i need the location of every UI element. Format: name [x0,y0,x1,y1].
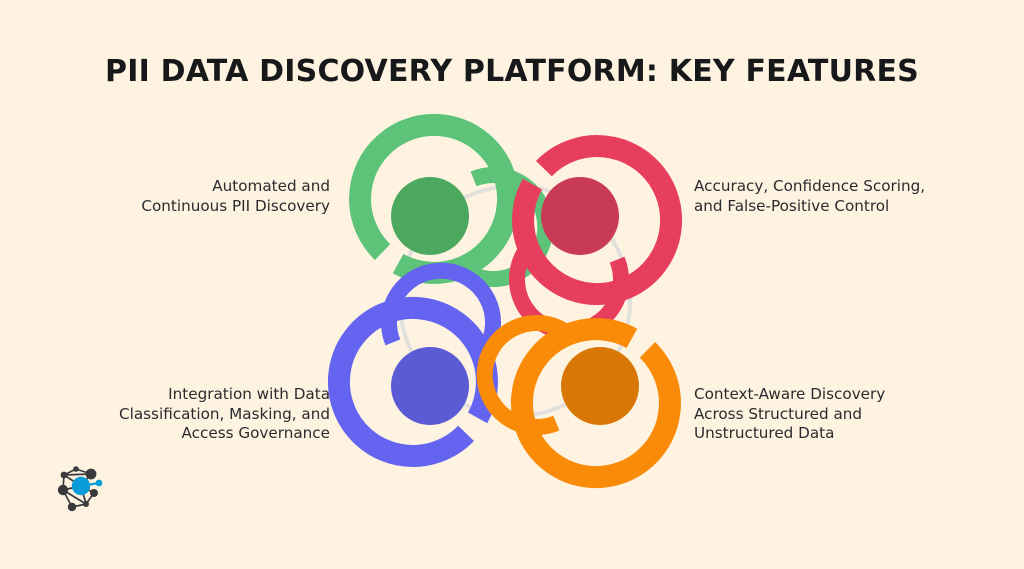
node-outer-ring [510,318,681,489]
feature-label-bottom-right: Context-Aware Discovery Across Structure… [694,385,886,442]
feature-diagram [327,113,688,489]
logo-accent-edge [80,481,100,488]
node-automated-continuous-discovery[interactable] [349,113,554,288]
node-integration-classification-masking[interactable] [327,262,502,467]
network-graph-logo [50,459,112,521]
node-outer-ring [327,296,498,467]
page-title: PII DATA DISCOVERY PLATFORM: KEY FEATURE… [105,54,919,89]
node-core [541,177,619,255]
node-outer-ring [349,113,520,284]
node-outer-ring [512,135,683,306]
node-context-aware-discovery[interactable] [476,314,681,489]
logo-nodes [57,466,98,512]
node-core [561,347,639,425]
feature-label-top-left: Automated and Continuous PII Discovery [141,177,330,215]
node-core [391,347,469,425]
feature-label-top-right: Accuracy, Confidence Scoring, and False-… [694,177,926,215]
node-core [391,177,469,255]
feature-label-bottom-left: Integration with Data Classification, Ma… [119,385,330,442]
node-inner-ring [381,262,502,355]
node-inner-ring [476,314,569,435]
